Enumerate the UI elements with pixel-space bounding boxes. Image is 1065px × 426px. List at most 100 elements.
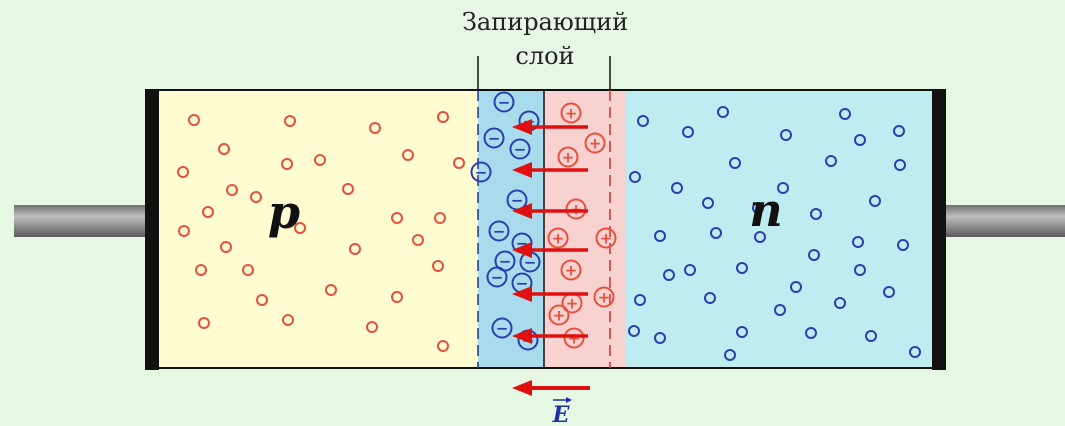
n-region-label: n — [749, 183, 782, 237]
electron-carrier — [729, 157, 741, 169]
positive-ion-sign: + — [598, 289, 611, 307]
electron-carrier — [736, 262, 748, 274]
electron-carrier — [780, 129, 792, 141]
hole-carrier — [349, 243, 361, 255]
hole-carrier — [226, 184, 238, 196]
hole-carrier — [198, 317, 210, 329]
electron-carrier — [894, 159, 906, 171]
electron-carrier — [702, 197, 714, 209]
hole-carrier — [284, 115, 296, 127]
electron-carrier — [852, 236, 864, 248]
field-vector-label-overarrow-head — [566, 397, 572, 403]
electron-carrier — [774, 304, 786, 316]
hole-carrier — [325, 284, 337, 296]
positive-ion-sign: + — [589, 135, 602, 153]
electron-carrier — [754, 231, 766, 243]
field-arrow — [512, 162, 588, 178]
electron-carrier — [671, 182, 683, 194]
electron-carrier — [663, 269, 675, 281]
hole-carrier — [188, 114, 200, 126]
depletion-layer-caption-line2: слой — [515, 42, 575, 70]
negative-ions-layer: −−−−−−−−−−−−−− — [470, 91, 541, 351]
electron-carrier — [834, 297, 846, 309]
positive-ion: + — [548, 304, 570, 326]
negative-ion: − — [483, 127, 505, 149]
field-vector-label: E — [552, 402, 571, 426]
holes-layer — [177, 111, 465, 352]
hole-carrier — [281, 158, 293, 170]
negative-ion: − — [493, 91, 515, 113]
negative-ion: − — [486, 266, 508, 288]
electron-carrier — [893, 125, 905, 137]
electron-carrier — [634, 294, 646, 306]
hole-carrier — [220, 241, 232, 253]
negative-ion: − — [509, 138, 531, 160]
negative-ion-sign: − — [491, 269, 504, 287]
positive-ion: + — [563, 327, 585, 349]
positive-ion: + — [593, 286, 615, 308]
hole-carrier — [314, 154, 326, 166]
electron-carrier — [628, 325, 640, 337]
negative-ion-sign: − — [514, 141, 527, 159]
negative-ion-sign: − — [516, 275, 529, 293]
negative-ion: − — [470, 161, 492, 183]
electron-carrier — [654, 230, 666, 242]
electron-carrier — [854, 134, 866, 146]
positive-ion-sign: + — [568, 330, 581, 348]
positive-ion-sign: + — [552, 230, 565, 248]
positive-ion: + — [584, 132, 606, 154]
hole-carrier — [202, 206, 214, 218]
electron-carrier — [825, 155, 837, 167]
hole-carrier — [437, 111, 449, 123]
hole-carrier — [294, 222, 306, 234]
electron-carrier — [710, 227, 722, 239]
positive-ion: + — [560, 259, 582, 281]
hole-carrier — [453, 157, 465, 169]
negative-ion-sign: − — [498, 94, 511, 112]
right-lead-wire — [942, 205, 1065, 237]
right-contact-plate — [932, 89, 946, 370]
electron-carrier — [839, 108, 851, 120]
positive-ion: + — [560, 102, 582, 124]
positive-ion: + — [557, 146, 579, 168]
left-contact-plate — [145, 89, 159, 370]
electron-carrier — [909, 346, 921, 358]
positive-ions-layer: +++++++++++ — [547, 102, 617, 349]
p-region — [158, 90, 478, 368]
positive-ion-sign: + — [553, 307, 566, 325]
negative-ion-sign: − — [496, 320, 509, 338]
electron-carrier — [805, 327, 817, 339]
electron-carrier — [637, 115, 649, 127]
hole-carrier — [242, 264, 254, 276]
negative-ion-sign: − — [499, 253, 512, 271]
electron-carrier — [704, 292, 716, 304]
hole-carrier — [432, 260, 444, 272]
hole-carrier — [434, 212, 446, 224]
electron-carrier — [654, 332, 666, 344]
p-region-label: p — [268, 185, 300, 239]
electron-carrier — [869, 195, 881, 207]
electron-carrier — [736, 326, 748, 338]
hole-carrier — [177, 166, 189, 178]
positive-ion-sign: + — [600, 230, 613, 248]
electron-carrier — [897, 239, 909, 251]
negative-ion-sign: − — [488, 130, 501, 148]
positive-ion: + — [547, 227, 569, 249]
electron-carrier — [752, 202, 764, 214]
field-arrow — [512, 203, 588, 219]
field-arrow — [512, 328, 588, 344]
electron-carrier — [854, 264, 866, 276]
left-lead-wire — [14, 205, 150, 237]
field-arrow — [512, 242, 588, 258]
hole-carrier — [369, 122, 381, 134]
negative-ion: − — [491, 317, 513, 339]
field-vector-arrowhead — [512, 380, 532, 396]
hole-carrier — [342, 183, 354, 195]
negative-ion-sign: − — [524, 254, 537, 272]
electron-carrier — [810, 208, 822, 220]
field-arrow — [512, 119, 588, 135]
electron-carrier — [790, 281, 802, 293]
positive-ion-sign: + — [562, 149, 575, 167]
electron-carrier — [717, 106, 729, 118]
